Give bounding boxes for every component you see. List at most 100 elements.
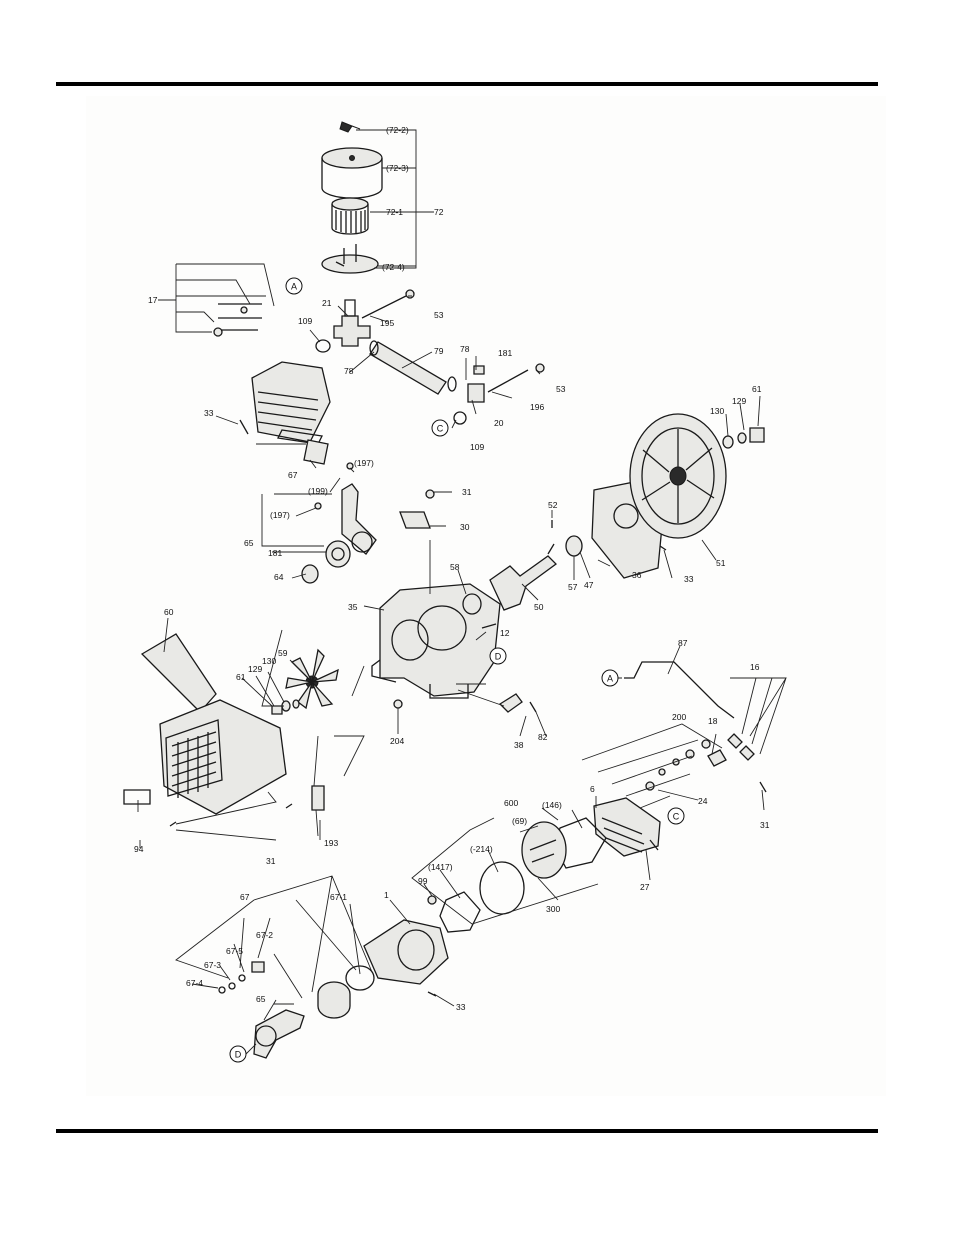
- crankcase-body: [380, 584, 500, 696]
- bottom-rule: [56, 1129, 878, 1133]
- cylinder-head-upper: [214, 304, 330, 444]
- callout: 67-4: [186, 978, 203, 988]
- valve-body-20: [468, 384, 484, 402]
- bolt-196: [488, 370, 528, 392]
- ref-c-head: C: [668, 808, 684, 824]
- callout: 72: [434, 207, 444, 217]
- callout: 109: [470, 442, 484, 452]
- valve-part-4: [659, 769, 665, 775]
- ref-d-lower: D: [230, 1046, 246, 1062]
- fitting-16b: [740, 746, 754, 760]
- ref-a-discharge: A: [602, 670, 618, 686]
- callout: 300: [546, 904, 560, 914]
- ring-67-1: [346, 966, 374, 990]
- intake-tee: [334, 316, 370, 346]
- callout: 17: [148, 295, 158, 305]
- washer-129a: [738, 433, 746, 443]
- screws-31c: [170, 804, 292, 826]
- callout: 36: [632, 570, 642, 580]
- callout: 52: [548, 500, 558, 510]
- cover-plate-30: [400, 512, 430, 528]
- elbow-fitting-b: [241, 307, 247, 313]
- callout: 51: [716, 558, 726, 568]
- piston-67a: [304, 440, 328, 464]
- screw-33a: [240, 420, 248, 434]
- cylinder-1: [364, 920, 448, 984]
- callout: 61: [236, 672, 246, 682]
- callout-labels: (72-2) (72-3) 72-1 72 (72-4) 17 21 195 5…: [134, 125, 770, 1012]
- callout: 129: [732, 396, 746, 406]
- elbow-fitting-a: [214, 328, 222, 336]
- callout: (72-3): [386, 163, 409, 173]
- callout: (199): [308, 486, 328, 496]
- filter-element-pleats: [336, 210, 365, 233]
- callout: 16: [750, 662, 760, 672]
- crankshaft: [490, 520, 582, 610]
- callout: 33: [204, 408, 214, 418]
- callout: (72-4): [382, 262, 405, 272]
- ref-a-top: A: [286, 278, 302, 294]
- callout: 67: [240, 892, 250, 902]
- callout: 67-3: [204, 960, 221, 970]
- oring-109a: [316, 340, 330, 352]
- plug-99: [428, 896, 436, 904]
- callout: 196: [530, 402, 544, 412]
- callout: 12: [500, 628, 510, 638]
- washer-130a: [723, 436, 733, 448]
- callout: (-214): [470, 844, 493, 854]
- bearing-57: [566, 536, 582, 556]
- bearing-181: [326, 541, 350, 567]
- callout: 1: [384, 890, 389, 900]
- valve-part-1: [702, 740, 710, 748]
- callout: 24: [698, 796, 708, 806]
- callout: (197): [354, 458, 374, 468]
- callout: 18: [708, 716, 718, 726]
- callout: 87: [678, 638, 688, 648]
- connecting-rod: [342, 484, 376, 554]
- bolt-82: [530, 702, 536, 712]
- callout: 31: [462, 487, 472, 497]
- elbow-18: [708, 750, 726, 766]
- callout: 27: [640, 882, 650, 892]
- filter-element-top: [332, 198, 368, 210]
- bolt-61a: [750, 428, 764, 442]
- shroud-body: [160, 700, 286, 814]
- callout: 21: [322, 298, 332, 308]
- callout: 99: [418, 876, 428, 886]
- callout: 130: [710, 406, 724, 416]
- fitting-16a: [728, 734, 742, 748]
- flywheel-side: [592, 414, 764, 578]
- callout: 65: [256, 994, 266, 1004]
- callout: (197): [270, 510, 290, 520]
- lower-cylinder: [219, 920, 448, 1058]
- clip-67-4: [219, 987, 225, 993]
- callout: 47: [584, 580, 594, 590]
- tee-nipple: [345, 300, 355, 316]
- callout: 57: [568, 582, 578, 592]
- ref-d-crankcase-text: D: [495, 652, 502, 662]
- pin-67-2: [252, 962, 264, 972]
- filter-cover-hole: [350, 156, 355, 161]
- callout: 50: [534, 602, 544, 612]
- callout: 53: [434, 310, 444, 320]
- callout: 59: [278, 648, 288, 658]
- callout: 200: [672, 712, 686, 722]
- ref-a-discharge-text: A: [607, 674, 613, 684]
- bearing-58: [463, 594, 481, 614]
- callout: 181: [268, 548, 282, 558]
- shroud-top-60: [142, 634, 216, 712]
- label-94: [124, 790, 150, 804]
- upper-cylinder-block: [252, 362, 330, 442]
- callout: 129: [248, 664, 262, 674]
- callout: 31: [266, 856, 276, 866]
- callout: (69): [512, 816, 527, 826]
- fitting-181: [474, 366, 484, 374]
- callout: 38: [514, 740, 524, 750]
- crankshaft-body: [490, 556, 556, 610]
- callout: 67-2: [256, 930, 273, 940]
- ref-c-top: C: [432, 420, 448, 436]
- callout: 204: [390, 736, 404, 746]
- callout: 130: [262, 656, 276, 666]
- callout: 6: [590, 784, 595, 794]
